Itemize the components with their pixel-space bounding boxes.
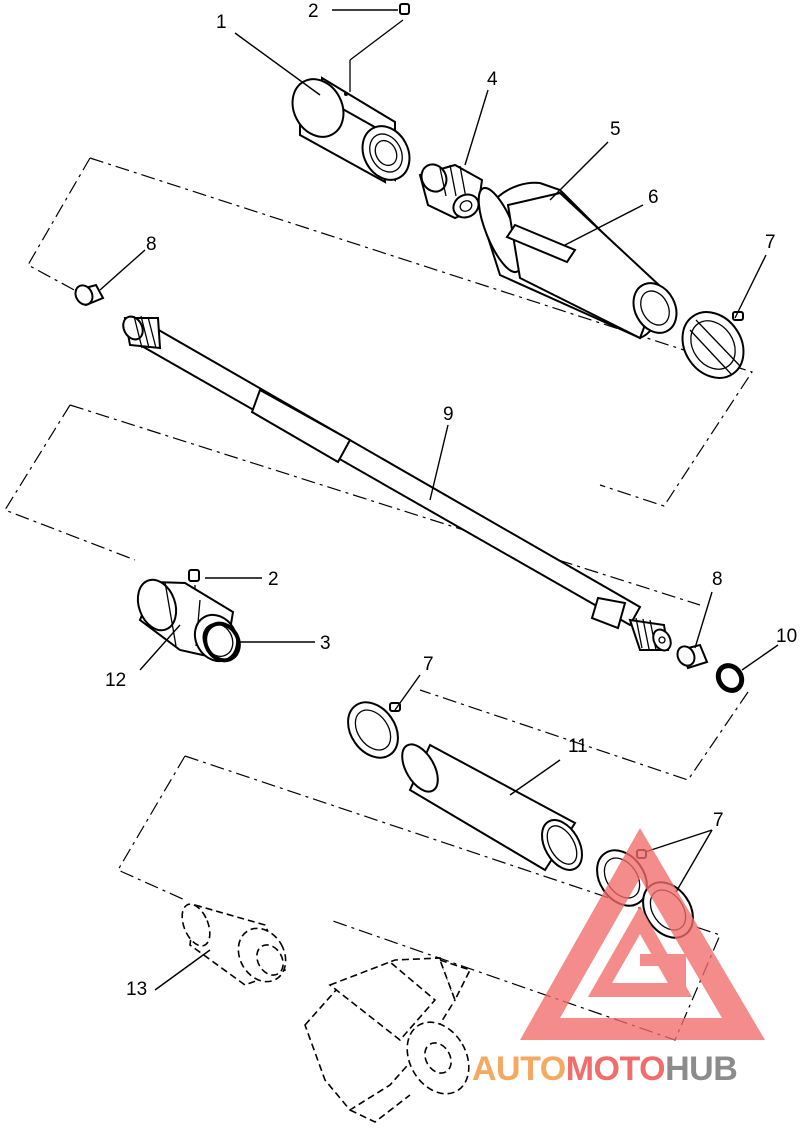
part-6-label-plate: [505, 223, 577, 264]
part-4-boot: [418, 163, 484, 220]
callout-5: 5: [610, 119, 621, 140]
callout-8-upper: 8: [146, 234, 157, 255]
callout-13: 13: [126, 979, 147, 1000]
callout-2-lower: 2: [268, 569, 279, 590]
part-10-o-ring: [715, 663, 745, 693]
part-7-clamp-middle: [347, 701, 401, 759]
watermark-part-auto: AUTO: [472, 1050, 566, 1088]
callout-7-lower: 7: [713, 810, 724, 831]
callout-4: 4: [487, 69, 498, 90]
part-7-clamp-upper: [681, 311, 745, 379]
part-5-housing: [477, 181, 678, 340]
callout-8-lower: 8: [712, 569, 723, 590]
part-11-tube: [401, 743, 583, 872]
callout-3: 3: [320, 633, 331, 654]
watermark-part-hub: HUB: [665, 1050, 737, 1088]
watermark-text: AUTOMOTOHUB: [472, 1050, 737, 1088]
part-13-hub: [181, 903, 287, 986]
part-9-drive-shaft: [122, 315, 672, 652]
part-1-cylinder: [291, 76, 411, 184]
callout-7-upper: 7: [765, 232, 776, 253]
part-8-bushing-lower: [676, 643, 709, 670]
impeller-outline: [304, 957, 472, 1123]
callout-2-top: 2: [308, 1, 319, 22]
part-3-ring: [203, 621, 241, 663]
part-12-coupler: [136, 578, 239, 663]
callout-10: 10: [776, 626, 797, 647]
leader-lines: [99, 9, 779, 991]
callout-12: 12: [105, 670, 126, 691]
assembly-guide-lines: [4, 19, 753, 1041]
callout-labels: 1 2 2 3 4 5 6 7 7 7 8 8 9 10 11 12 13: [105, 1, 797, 1000]
watermark-logo: [520, 828, 765, 1040]
watermark-triangle-icon: [520, 828, 765, 1040]
callout-9: 9: [443, 404, 454, 425]
callout-6: 6: [648, 187, 659, 208]
part-2-screw-top: [399, 3, 410, 15]
part-8-bushing-upper: [74, 283, 105, 307]
watermark-part-moto: MOTO: [566, 1050, 665, 1088]
callout-7-middle: 7: [423, 654, 434, 675]
callout-11: 11: [568, 736, 588, 757]
callout-1: 1: [216, 12, 227, 33]
